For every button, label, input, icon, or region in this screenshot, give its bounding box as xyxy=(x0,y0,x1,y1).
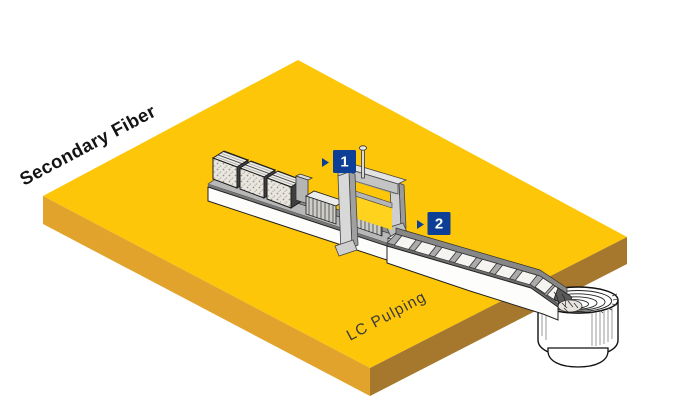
frame-pole xyxy=(358,145,367,179)
marker-2-label: 2 xyxy=(435,216,443,233)
marker-1-label: 1 xyxy=(340,154,348,171)
pulper-side-hatch xyxy=(541,308,613,346)
incline-conveyor xyxy=(386,227,573,321)
platform-side-face xyxy=(370,237,627,396)
marker-2[interactable]: 2 xyxy=(417,212,451,235)
marker-pointer-icon xyxy=(322,158,329,167)
incline-side-face xyxy=(386,245,559,321)
pole-knob xyxy=(358,145,367,151)
falling-pulp xyxy=(553,291,583,313)
pulper-base xyxy=(547,347,609,368)
marker-2-box[interactable] xyxy=(427,212,451,235)
marker-1[interactable]: 1 xyxy=(322,150,356,173)
marker-1-box[interactable] xyxy=(333,150,356,173)
marker-pointer-icon xyxy=(417,220,424,229)
frame-front-post xyxy=(334,171,359,257)
platform-front-face xyxy=(43,196,370,396)
